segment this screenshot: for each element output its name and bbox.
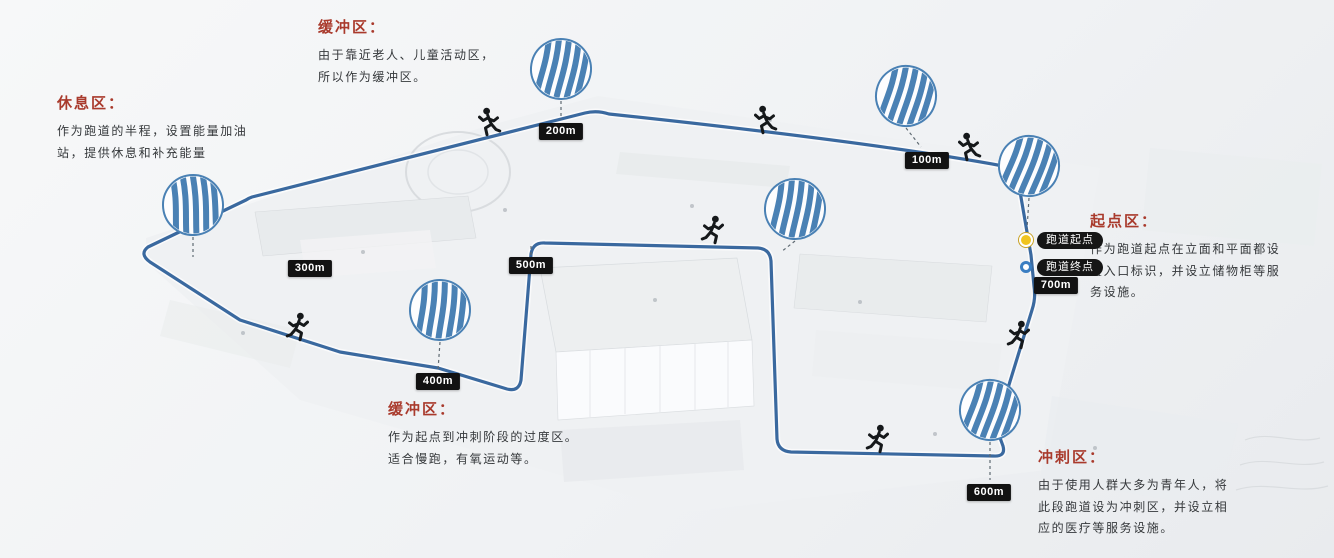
distance-marker-700m: 700m	[1033, 277, 1079, 294]
annotation-line: 由于使用人群大多为青年人，将	[1038, 478, 1229, 492]
buildings	[160, 118, 1329, 491]
runner-icon	[1006, 320, 1030, 350]
track-start-label: 跑道起点	[1037, 232, 1103, 250]
annotation-start-area: 起点区： 作为跑道起点在立面和平面都设 置入口标识，并设立储物柜等服 务设施。	[1090, 210, 1325, 304]
distance-marker-500m: 500m	[508, 257, 554, 274]
track-texture-inset	[406, 276, 474, 344]
track-texture-inset	[158, 170, 228, 240]
distance-marker-100m: 100m	[904, 152, 950, 169]
annotation-title: 缓冲区：	[388, 401, 457, 418]
track-end-dot	[1020, 261, 1032, 273]
track-texture-inset	[759, 173, 831, 245]
annotation-line: 所以作为缓冲区。	[318, 69, 427, 84]
distance-marker-600m: 600m	[966, 484, 1012, 501]
annotation-line: 站，提供休息和补充能量	[57, 145, 207, 160]
annotation-title: 缓冲区：	[318, 19, 387, 36]
runner-icon	[478, 107, 502, 137]
distance-marker-200m: 200m	[538, 123, 584, 140]
annotation-line: 应的医疗等服务设施。	[1038, 521, 1175, 536]
annotation-sprint-area: 冲刺区： 由于使用人群大多为青年人，将 此段跑道设为冲刺区，并设立相 应的医疗等…	[1038, 446, 1278, 540]
annotation-line: 置入口标识，并设立储物柜等服	[1090, 263, 1281, 278]
annotation-line: 适合慢跑，有氧运动等。	[388, 451, 538, 466]
track-start-dot	[1019, 233, 1033, 247]
dashed-connectors	[192, 101, 1030, 480]
annotation-line: 务设施。	[1090, 285, 1145, 300]
runner-icon	[754, 105, 778, 135]
distance-marker-400m: 400m	[415, 373, 461, 390]
track-path	[140, 108, 1038, 460]
annotation-title: 休息区：	[57, 95, 126, 112]
annotation-line: 由于靠近老人、儿童活动区，	[318, 48, 495, 62]
track-end-label: 跑道终点	[1037, 259, 1103, 277]
runner-icon	[958, 132, 982, 162]
annotation-title: 冲刺区：	[1038, 449, 1107, 466]
annotation-rest-area: 休息区： 作为跑道的半程，设置能量加油 站，提供休息和补充能量	[57, 92, 277, 164]
runner-icon	[865, 424, 889, 454]
annotation-line: 作为起点到冲刺阶段的过度区。	[388, 430, 579, 444]
runner-icon	[285, 312, 309, 342]
distance-marker-300m: 300m	[287, 260, 333, 277]
annotation-line: 作为跑道的半程，设置能量加油	[57, 124, 248, 138]
annotation-buffer-top: 缓冲区： 由于靠近老人、儿童活动区， 所以作为缓冲区。	[318, 16, 538, 88]
annotation-buffer-bottom: 缓冲区： 作为起点到冲刺阶段的过度区。 适合慢跑，有氧运动等。	[388, 398, 618, 470]
annotation-title: 起点区：	[1090, 213, 1159, 230]
runner-icon	[700, 215, 724, 245]
annotation-line: 此段跑道设为冲刺区，并设立相	[1038, 499, 1229, 514]
annotation-line: 作为跑道起点在立面和平面都设	[1090, 242, 1281, 256]
